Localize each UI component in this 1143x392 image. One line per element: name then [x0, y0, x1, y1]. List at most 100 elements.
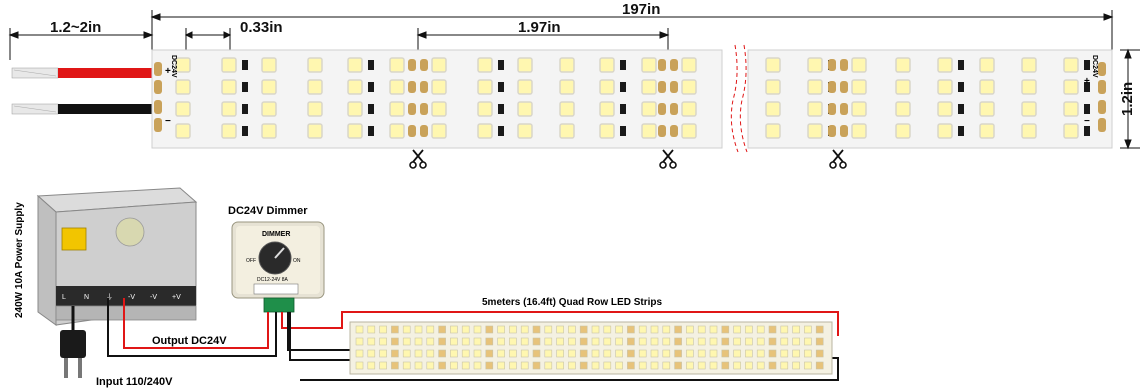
strip-minus-right: − — [1084, 116, 1090, 127]
led-chip — [175, 101, 191, 117]
led-chip — [681, 57, 697, 73]
product-led-chip — [438, 349, 446, 358]
product-led-chip — [379, 361, 387, 370]
dimmer-title: DC24V Dimmer — [228, 205, 308, 217]
led-chip — [389, 101, 405, 117]
cut-pad — [670, 59, 678, 71]
product-led-chip — [591, 361, 600, 370]
product-led-chip — [721, 325, 730, 334]
product-led-chip — [367, 361, 376, 370]
led-chip — [559, 101, 575, 117]
product-led-chip — [568, 337, 576, 346]
led-chip — [431, 57, 447, 73]
product-led-chip — [674, 349, 682, 358]
product-led-chip — [509, 325, 517, 334]
led-chip — [517, 123, 533, 139]
product-led-chip — [355, 325, 364, 334]
led-chip — [1063, 123, 1079, 139]
product-led-chip — [792, 361, 800, 370]
product-led-chip — [402, 337, 411, 346]
led-chip — [431, 101, 447, 117]
product-led-chip — [450, 325, 458, 334]
resistor — [620, 60, 626, 70]
product-led-chip — [792, 337, 800, 346]
product-led-chip — [450, 337, 458, 346]
resistor — [368, 60, 374, 70]
product-led-chip — [674, 337, 682, 346]
product-led-chip — [461, 361, 470, 370]
led-chip — [261, 79, 277, 95]
led-chip — [559, 79, 575, 95]
product-led-chip — [815, 337, 824, 346]
product-led-chip — [756, 337, 765, 346]
cut-pad — [408, 81, 416, 93]
product-led-chip — [709, 325, 718, 334]
led-chip — [895, 123, 911, 139]
resistor — [242, 60, 248, 70]
led-chip — [347, 123, 363, 139]
product-led-chip — [709, 361, 718, 370]
led-chip — [851, 79, 867, 95]
product-led-chip — [367, 337, 376, 346]
product-led-chip — [485, 325, 494, 334]
product-led-chip — [568, 361, 576, 370]
cut-pad — [670, 125, 678, 137]
led-chip — [851, 123, 867, 139]
dimmer-face-label: DIMMER — [262, 231, 290, 238]
product-led-chip — [627, 349, 635, 358]
cut-pad — [658, 125, 666, 137]
resistor — [1084, 126, 1090, 136]
led-chip — [979, 123, 995, 139]
led-chip — [1021, 101, 1037, 117]
product-led-chip — [473, 349, 482, 358]
product-led-chip — [461, 337, 470, 346]
resistor — [958, 126, 964, 136]
product-led-chip — [745, 337, 753, 346]
product-led-chip — [509, 337, 517, 346]
product-led-chip — [544, 361, 553, 370]
strip-end-pads — [154, 62, 1106, 132]
output-voltage-label: Output DC24V — [152, 335, 227, 347]
psu-terminal-label: L — [62, 294, 66, 301]
product-led-chip — [650, 325, 659, 334]
product-led-chip — [709, 337, 718, 346]
resistor — [620, 82, 626, 92]
product-led-chip — [485, 337, 494, 346]
strip-product-label: 5meters (16.4ft) Quad Row LED Strips — [482, 297, 662, 308]
led-chip — [175, 79, 191, 95]
product-led-chip — [438, 325, 446, 334]
product-led-chip — [733, 325, 741, 334]
product-led-chip — [379, 325, 387, 334]
product-led-chip — [591, 349, 600, 358]
product-led-chip — [804, 325, 812, 334]
product-led-chip — [756, 349, 765, 358]
cut-pad — [670, 81, 678, 93]
psu-terminal-label: -V — [150, 294, 157, 301]
product-led-chip — [733, 349, 741, 358]
cut-pad — [408, 125, 416, 137]
resistor — [498, 60, 504, 70]
product-led-chip — [414, 349, 423, 358]
led-chip — [807, 123, 823, 139]
product-led-chip — [579, 325, 588, 334]
product-led-chip — [780, 337, 789, 346]
product-led-chip — [709, 349, 718, 358]
led-chip — [517, 79, 533, 95]
led-chip — [559, 123, 575, 139]
cut-pad — [420, 81, 428, 93]
dimmer-spec-label: DC12-24V 8A — [257, 277, 289, 283]
led-chip — [517, 57, 533, 73]
led-chip — [347, 57, 363, 73]
product-led-chip — [815, 361, 824, 370]
led-chip — [261, 57, 277, 73]
led-chip — [307, 79, 323, 95]
led-chip — [477, 57, 493, 73]
product-led-chip — [556, 361, 564, 370]
led-chip — [347, 101, 363, 117]
product-led-chip — [497, 349, 505, 358]
led-chip — [807, 57, 823, 73]
product-led-chip — [520, 349, 529, 358]
resistor — [1084, 82, 1090, 92]
input-voltage-label: Input 110/240V — [96, 376, 173, 388]
led-chip — [261, 123, 277, 139]
